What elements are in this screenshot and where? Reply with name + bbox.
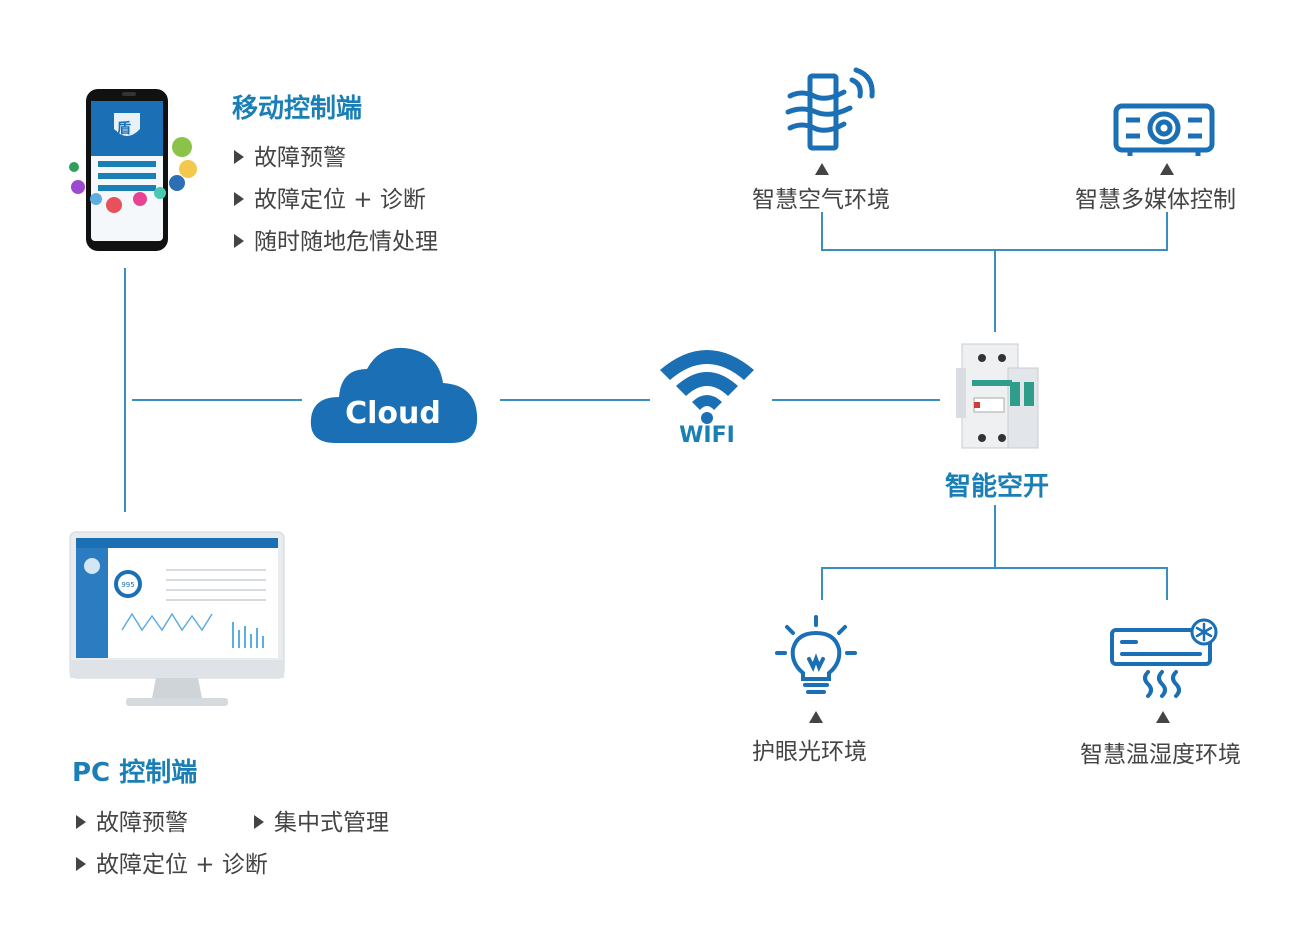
- marker-light: [809, 711, 823, 723]
- marker-air: [815, 163, 829, 175]
- projector-icon: [1113, 103, 1215, 156]
- app-logo-subtext: JIUDUN: [102, 136, 132, 144]
- pc-monitor-icon: 995: [69, 531, 285, 706]
- air-quality-icon: [785, 67, 875, 151]
- cloud-label: Cloud: [345, 396, 441, 431]
- wifi-icon: WIFI: [660, 350, 754, 448]
- breaker-icon: [956, 343, 1039, 449]
- breaker-label: 智能空开: [945, 472, 1050, 502]
- mobile-title: 移动控制端: [232, 94, 363, 124]
- mobile-item-3: 随时随地危情处理: [234, 222, 438, 256]
- air-label: 智慧空气环境: [752, 187, 890, 213]
- media-label: 智慧多媒体控制: [1075, 187, 1236, 213]
- app-logo-text: 九盾: [103, 121, 131, 137]
- pc-item-2: 集中式管理: [254, 803, 389, 837]
- line-bottom-branch: [821, 567, 1168, 600]
- marker-climate: [1156, 711, 1170, 723]
- line-top-branch: [821, 212, 1168, 251]
- air-conditioner-icon: [1110, 618, 1218, 698]
- dashboard-value: 995: [121, 581, 134, 589]
- mobile-item-1: 故障预警: [234, 138, 346, 172]
- marker-media: [1160, 163, 1174, 175]
- cloud-icon: Cloud: [310, 347, 478, 443]
- pc-item-3: 故障定位 + 诊断: [76, 845, 268, 879]
- pc-title: PC 控制端: [72, 758, 198, 788]
- wifi-label: WIFI: [679, 423, 735, 448]
- climate-label: 智慧温湿度环境: [1080, 742, 1241, 768]
- mobile-item-2: 故障定位 + 诊断: [234, 180, 426, 214]
- light-bulb-icon: [775, 615, 857, 694]
- light-label: 护眼光环境: [752, 739, 867, 765]
- phone-icon: [69, 89, 197, 251]
- pc-item-1: 故障预警: [76, 803, 188, 837]
